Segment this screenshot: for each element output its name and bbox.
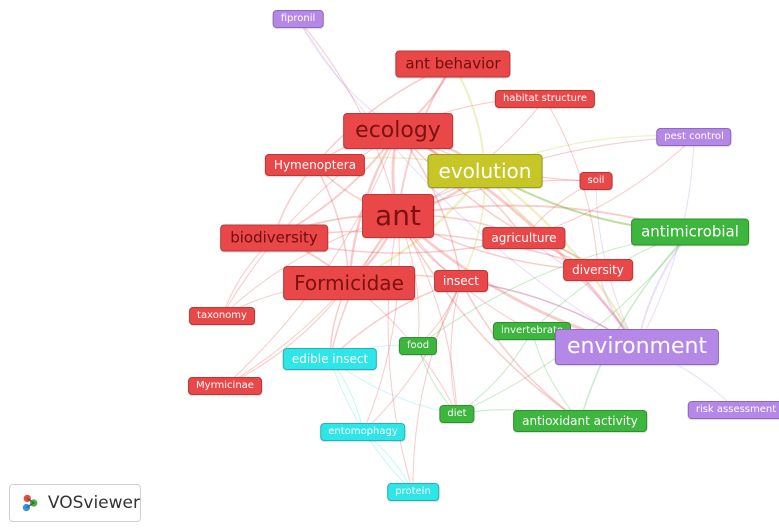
link-ecology-diversity [397, 130, 599, 271]
node-taxonomy[interactable]: taxonomy [189, 307, 255, 325]
node-label: diet [447, 408, 467, 419]
vosviewer-logo-text: VOSviewer [47, 493, 140, 513]
node-antimicrobial[interactable]: antimicrobial [631, 218, 749, 246]
node-label: diversity [572, 263, 624, 277]
node-diet[interactable]: diet [439, 405, 475, 423]
link-ant-protein [387, 215, 414, 493]
link-insect-entomophagy [362, 280, 462, 433]
link-ant-myrmicinae [224, 215, 399, 387]
node-entomophagy[interactable]: entomophagy [320, 423, 406, 441]
node-ecology[interactable]: ecology [343, 113, 453, 149]
link-insect-protein [412, 280, 462, 493]
node-ant-behavior[interactable]: ant behavior [395, 50, 511, 78]
node-formicidae[interactable]: Formicidae [283, 266, 415, 300]
node-biodiversity[interactable]: biodiversity [220, 224, 328, 252]
vosviewer-logo[interactable]: VOSviewer [9, 484, 141, 522]
link-insect-antioxidant-activity [460, 280, 581, 422]
node-label: Formicidae [294, 271, 404, 295]
node-soil[interactable]: soil [579, 172, 613, 190]
node-label: taxonomy [197, 310, 247, 321]
node-insect[interactable]: insect [434, 270, 488, 292]
link-ant-fipronil [297, 18, 399, 217]
vosviewer-logo-icon [22, 494, 38, 512]
node-label: risk assessment [695, 404, 777, 415]
link-ant-entomophagy [362, 215, 400, 433]
link-ecology-environment [397, 129, 639, 348]
node-label: antimicrobial [641, 222, 739, 241]
link-evolution-environment [484, 170, 639, 348]
node-label: food [406, 340, 430, 351]
node-label: evolution [438, 159, 532, 183]
node-ant[interactable]: ant [362, 194, 434, 238]
link-invertebrate-diet [456, 330, 533, 415]
node-protein[interactable]: protein [387, 483, 439, 501]
node-label: pest control [664, 131, 724, 142]
node-label: environment [566, 334, 708, 359]
node-evolution[interactable]: evolution [427, 154, 543, 188]
node-label: Myrmicinae [196, 380, 254, 391]
node-label: Hymenoptera [273, 158, 357, 172]
node-label: protein [395, 486, 431, 497]
link-ecology-taxonomy [221, 130, 399, 317]
node-label: insect [443, 274, 479, 288]
node-edible-insect[interactable]: edible insect [282, 348, 378, 370]
node-risk-assessment[interactable]: risk assessment [687, 401, 779, 419]
node-pest-control[interactable]: pest control [656, 128, 732, 146]
node-myrmicinae[interactable]: Myrmicinae [188, 377, 262, 395]
node-label: soil [587, 175, 605, 186]
node-label: ecology [355, 118, 441, 143]
node-label: fipronil [280, 13, 316, 24]
link-ant-diet [397, 215, 458, 415]
node-label: antioxidant activity [522, 414, 638, 428]
node-environment[interactable]: environment [554, 329, 720, 365]
node-label: ant behavior [405, 54, 501, 73]
link-environment-fipronil [297, 18, 638, 348]
node-diversity[interactable]: diversity [563, 259, 633, 281]
node-antioxidant-activity[interactable]: antioxidant activity [513, 410, 647, 432]
node-label: habitat structure [502, 93, 588, 104]
node-label: biodiversity [230, 228, 318, 247]
node-agriculture[interactable]: agriculture [482, 227, 566, 249]
node-habitat-structure[interactable]: habitat structure [494, 90, 596, 108]
node-hymenoptera[interactable]: Hymenoptera [264, 154, 366, 176]
node-food[interactable]: food [398, 337, 438, 355]
link-ant-antioxidant-activity [397, 215, 581, 422]
node-label: edible insect [291, 352, 369, 366]
node-label: ant [375, 199, 421, 232]
node-fipronil[interactable]: fipronil [272, 10, 324, 28]
link-antimicrobial-antioxidant-activity [579, 231, 691, 422]
node-label: agriculture [491, 231, 557, 245]
node-label: invertebrate [500, 325, 564, 336]
link-insect-diet [450, 280, 462, 415]
node-label: entomophagy [328, 426, 398, 437]
